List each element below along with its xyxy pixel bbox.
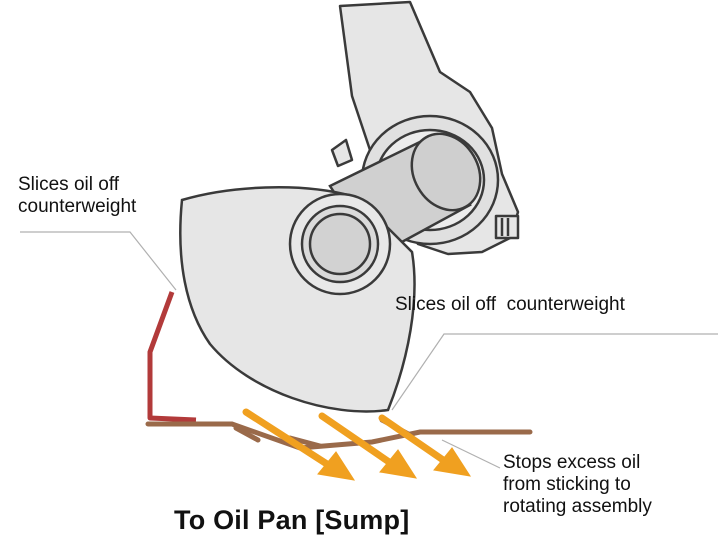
scraper-blade — [147, 291, 197, 423]
label-left-line2: counterweight — [18, 196, 137, 217]
oil-flow-arrows — [242, 408, 472, 481]
label-br-line3: rotating assembly — [503, 496, 652, 517]
oil-arrow — [378, 414, 472, 477]
oil-arrow — [318, 412, 418, 479]
label-br-line2: from sticking to — [503, 474, 631, 495]
oil-arrow — [242, 408, 356, 481]
label-counterweight-right: Slices oil off counterweight — [395, 294, 625, 315]
leader-lines — [20, 231, 718, 469]
label-windage-tray: Stops excess oil from sticking to rotati… — [503, 452, 718, 518]
label-counterweight-left: Slices oil off counterweight — [18, 174, 208, 218]
label-br-line1: Stops excess oil — [503, 452, 641, 473]
label-left-line1: Slices oil off — [18, 174, 120, 195]
caption-oil-pan: To Oil Pan [Sump] — [174, 505, 410, 535]
counterweight — [179, 186, 416, 413]
